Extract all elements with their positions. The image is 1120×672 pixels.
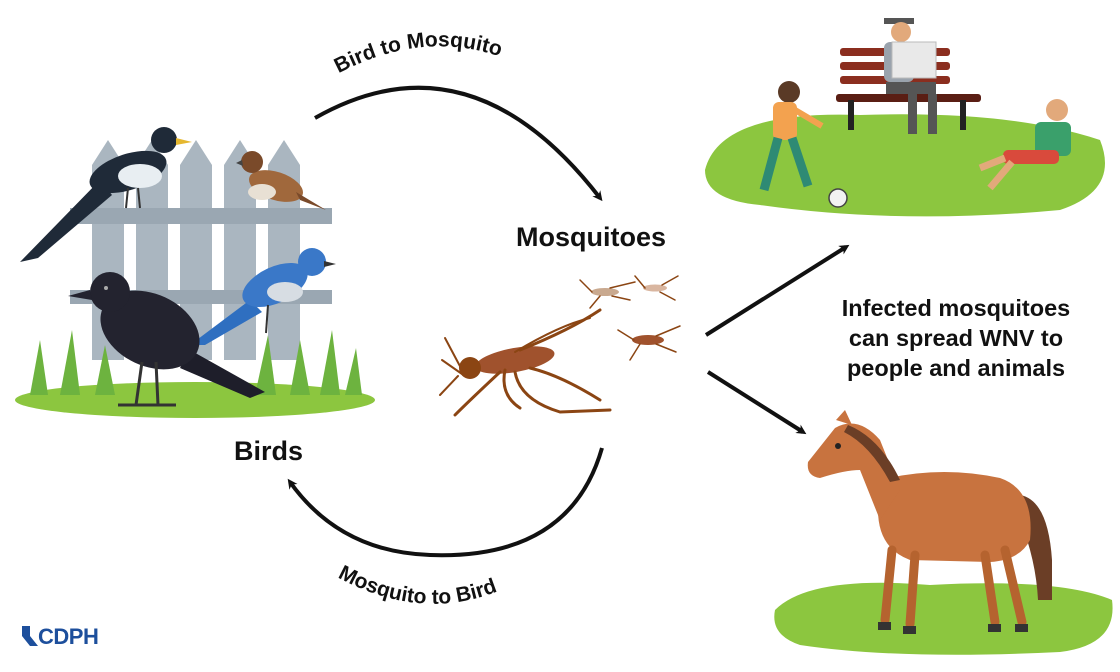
birds-label: Birds (234, 436, 304, 466)
cycle-arrows: Bird to Mosquito Mosquito to Bird (287, 28, 604, 609)
sparrow-bird (236, 151, 326, 210)
infected-mosquitoes-caption: Infected mosquitoes can spread WNV to pe… (806, 294, 1106, 384)
caption-line-2: can spread WNV to (848, 324, 1064, 351)
mosquito-to-bird-arrow (287, 447, 604, 558)
arrow-to-horse (706, 370, 807, 435)
man-reading-newspaper (884, 18, 937, 134)
bird-to-mosquito-arrow (314, 85, 603, 202)
arc-label-bottom: Mosquito to Bird (335, 561, 500, 609)
grass (30, 330, 362, 395)
spread-arrows (704, 244, 850, 435)
caption-line-3: people and animals (846, 354, 1066, 381)
arc-label-top: Bird to Mosquito (331, 28, 505, 77)
mosquitoes-illustration (439, 275, 681, 417)
birds-illustration (15, 127, 375, 418)
boy-playing-soccer (759, 81, 848, 208)
logo-text: CDPH (38, 624, 99, 649)
blue-jay-bird (190, 248, 336, 345)
california-state-icon (22, 626, 38, 646)
mosquitoes-label: Mosquitoes (516, 222, 667, 252)
magpie-bird (20, 127, 192, 262)
caption-line-1: Infected mosquitoes (841, 295, 1071, 321)
boy-sitting-on-grass (978, 99, 1071, 191)
horse-illustration (774, 410, 1113, 655)
arrow-to-people (704, 244, 850, 337)
people-illustration (705, 18, 1105, 217)
crow-bird (68, 272, 265, 407)
cdph-logo: CDPH (20, 624, 99, 650)
